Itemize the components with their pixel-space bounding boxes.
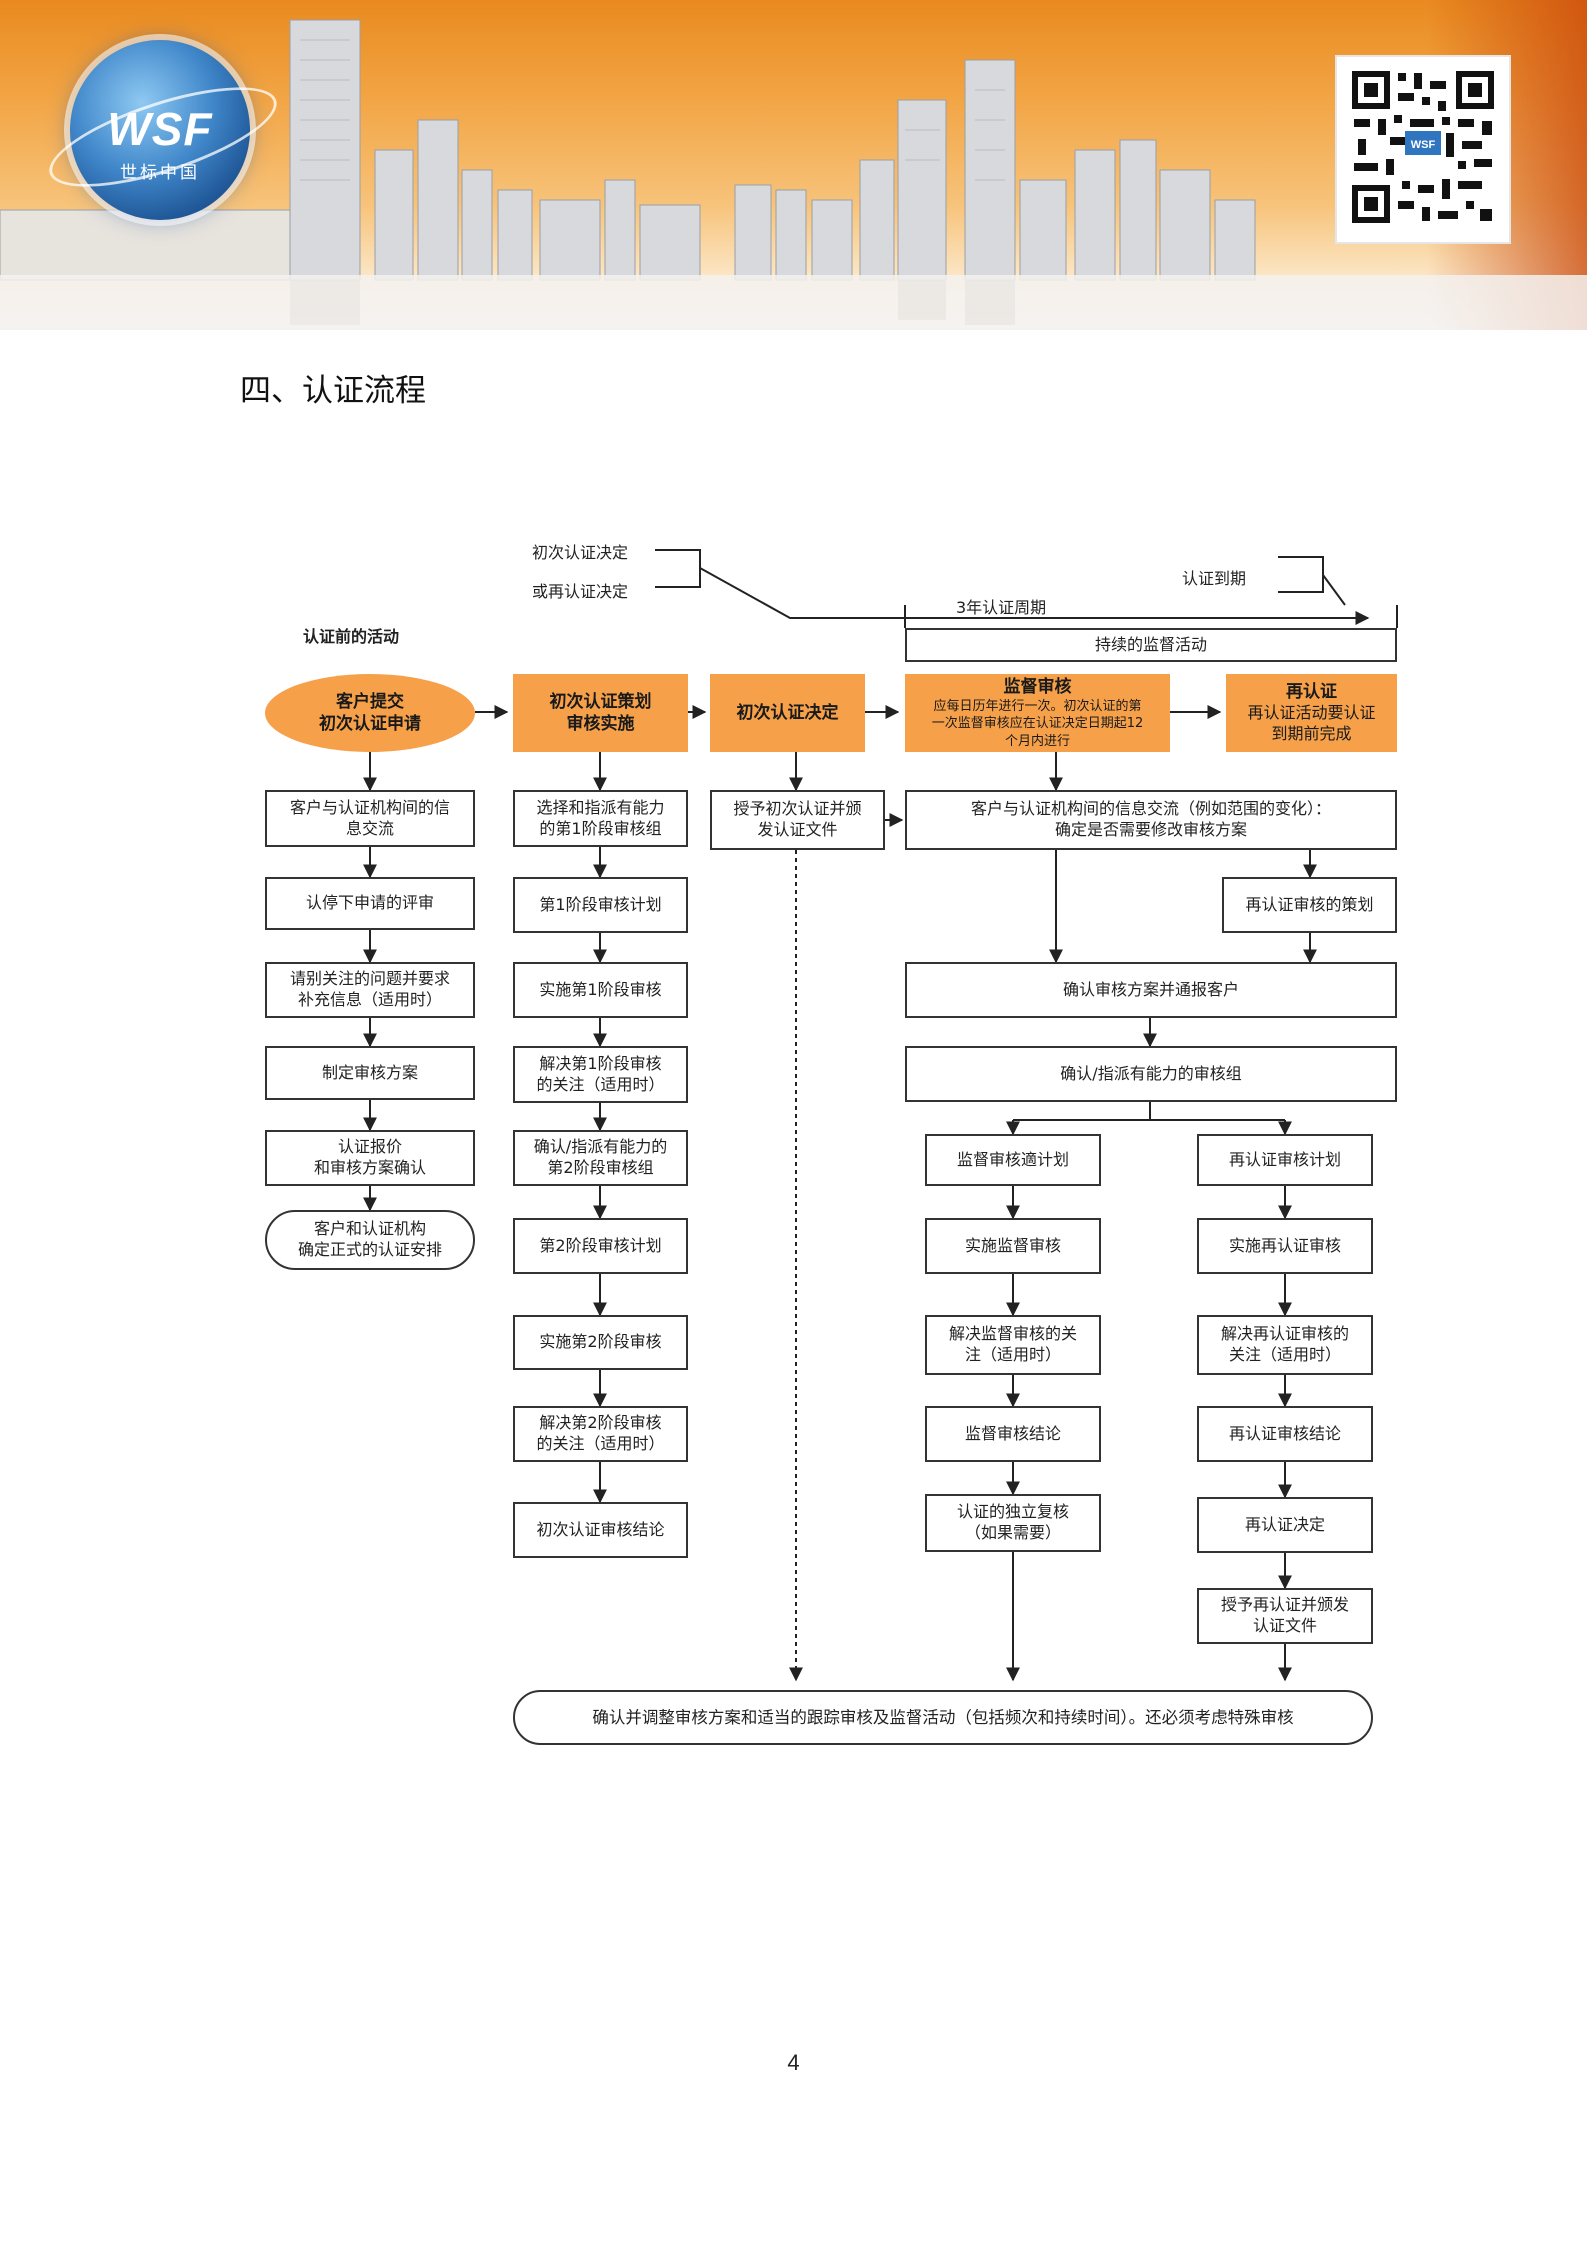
timeline-expiry-label: 认证到期 bbox=[1182, 569, 1247, 588]
information-exchange-box: 客户与认证机构间的信息交流（例如范围的变化）：确定是否需要修改审核方案 bbox=[905, 790, 1397, 850]
recertification-node: 再认证 再认证活动要认证 到期前完成 bbox=[1226, 674, 1397, 752]
col2-step-6: 第2阶段审核计划 bbox=[513, 1218, 688, 1274]
timeline-initial-decision: 初次认证决定 bbox=[532, 543, 629, 562]
col5-step-4: 再认证审核结论 bbox=[1197, 1406, 1373, 1462]
col5-step-5: 再认证决定 bbox=[1197, 1497, 1373, 1553]
col2-step-8: 解决第2阶段审核的关注（适用时） bbox=[513, 1406, 688, 1462]
surveillance-audit-node: 监督审核 应每日历年进行一次。初次认证的第 一次监督审核应在认证决定日期起12 … bbox=[905, 674, 1170, 752]
logo-subtitle: 世标中国 bbox=[120, 163, 200, 183]
city-skyline-illustration bbox=[0, 19, 1587, 330]
col1-step-6: 客户和认证机构确定正式的认证安排 bbox=[265, 1210, 475, 1270]
col4-step-3: 解决监督审核的关注（适用时） bbox=[925, 1315, 1101, 1375]
col2-step-4: 解决第1阶段审核的关注（适用时） bbox=[513, 1046, 688, 1103]
logo-wordmark: WSF bbox=[107, 103, 213, 155]
timeline-cycle-label: 3年认证周期 bbox=[956, 598, 1047, 617]
col4-step-5: 认证的独立复核（如果需要） bbox=[925, 1494, 1101, 1552]
qr-code: WSF bbox=[1335, 55, 1511, 244]
col2-step-3: 实施第1阶段审核 bbox=[513, 962, 688, 1018]
col2-step-9: 初次认证审核结论 bbox=[513, 1502, 688, 1558]
wsf-logo: WSF 世标中国 bbox=[39, 40, 287, 220]
page-number: 4 bbox=[787, 2050, 800, 2075]
col1-step-2: 认停下申请的评审 bbox=[265, 877, 475, 930]
header-banner: WSF 世标中国 bbox=[0, 0, 1587, 330]
col5-step-1: 再认证审核计划 bbox=[1197, 1134, 1373, 1186]
col1-step-3: 请别关注的问题并要求补充信息（适用时） bbox=[265, 962, 475, 1018]
col4-step-1: 监督审核適计划 bbox=[925, 1134, 1101, 1186]
grant-initial-certificate: 授予初次认证并颁发认证文件 bbox=[710, 790, 885, 850]
final-adjustment-box: 确认并调整审核方案和适当的跟踪审核及监督活动（包括频次和持续时间）。还必须考虑特… bbox=[513, 1690, 1373, 1745]
confirm-program-box: 确认审核方案并通报客户 bbox=[905, 962, 1397, 1018]
recert-planning-box: 再认证审核的策划 bbox=[1222, 877, 1397, 933]
initial-planning-node: 初次认证策划审核实施 bbox=[513, 674, 688, 752]
col2-step-2: 第1阶段审核计划 bbox=[513, 877, 688, 933]
section-title: 四、认证流程 bbox=[240, 373, 426, 409]
col2-step-1: 选择和指派有能力的第1阶段审核组 bbox=[513, 790, 688, 847]
svg-text:WSF: WSF bbox=[1411, 139, 1436, 151]
col2-step-7: 实施第2阶段审核 bbox=[513, 1315, 688, 1370]
initial-decision-node: 初次认证决定 bbox=[710, 674, 865, 752]
col2-step-5: 确认/指派有能力的第2阶段审核组 bbox=[513, 1130, 688, 1186]
col1-step-1: 客户与认证机构间的信息交流 bbox=[265, 790, 475, 847]
qr-code-icon: WSF bbox=[1348, 67, 1498, 227]
timeline-recert-decision: 或再认证决定 bbox=[532, 582, 629, 601]
col5-step-2: 实施再认证审核 bbox=[1197, 1218, 1373, 1274]
col5-step-6: 授予再认证并颁发认证文件 bbox=[1197, 1588, 1373, 1644]
client-application-node: 客户提交初次认证申请 bbox=[265, 674, 475, 752]
col4-step-4: 监督审核结论 bbox=[925, 1406, 1101, 1462]
col5-step-3: 解决再认证审核的关注（适用时） bbox=[1197, 1315, 1373, 1375]
col4-step-2: 实施监督审核 bbox=[925, 1218, 1101, 1274]
confirm-team-box: 确认/指派有能力的审核组 bbox=[905, 1046, 1397, 1102]
pre-certification-label: 认证前的活动 bbox=[303, 627, 400, 646]
col1-step-5: 认证报价和审核方案确认 bbox=[265, 1130, 475, 1186]
col1-step-4: 制定审核方案 bbox=[265, 1046, 475, 1100]
ongoing-surveillance-bar: 持续的监督活动 bbox=[905, 628, 1397, 662]
